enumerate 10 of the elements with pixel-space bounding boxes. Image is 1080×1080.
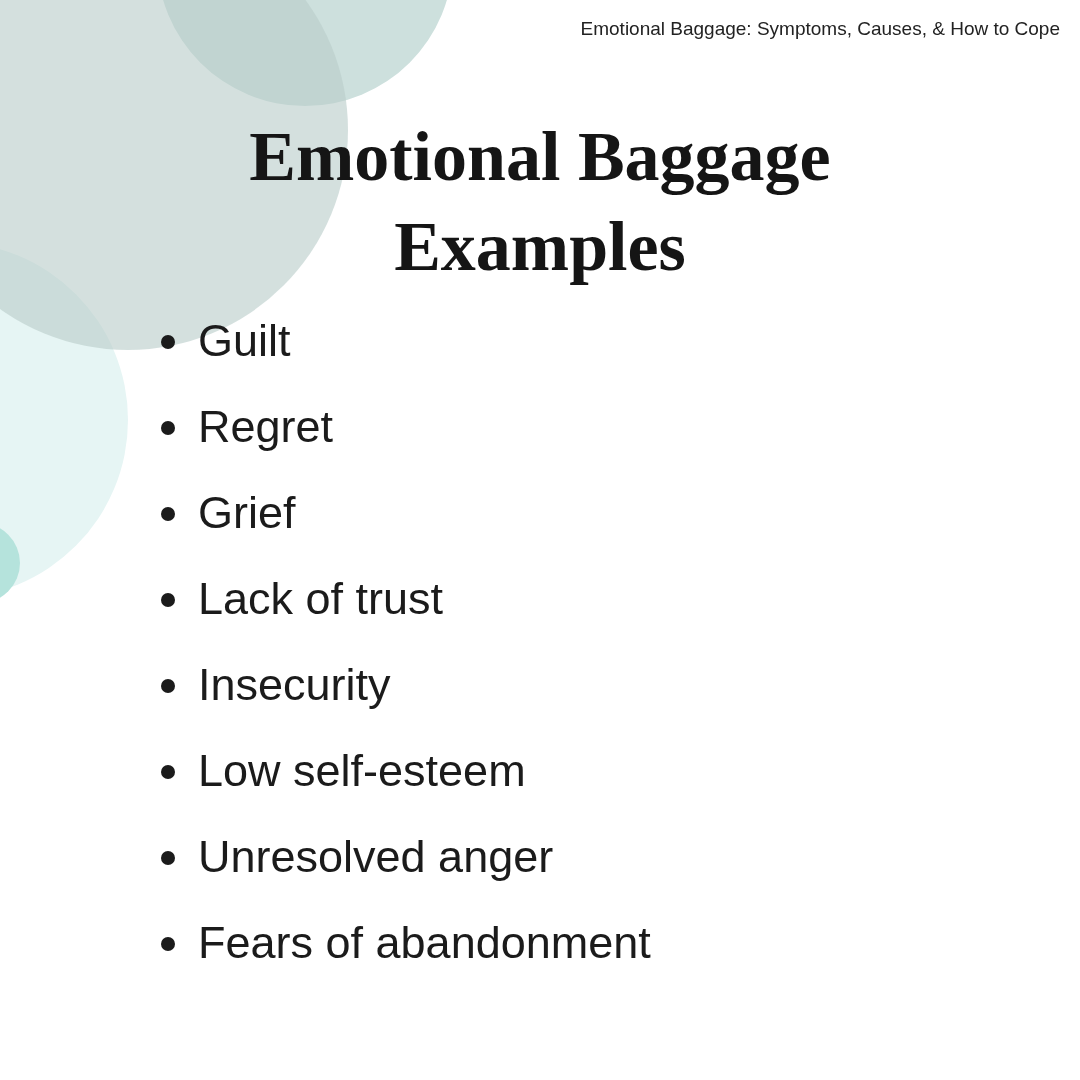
- list-item: Grief: [158, 480, 651, 566]
- list-item: Guilt: [158, 308, 651, 394]
- list-item: Unresolved anger: [158, 824, 651, 910]
- list-item: Insecurity: [158, 652, 651, 738]
- list-item: Low self-esteem: [158, 738, 651, 824]
- article-heading: Emotional Baggage: Symptoms, Causes, & How to Cope: [580, 18, 1060, 40]
- list-item: Lack of trust: [158, 566, 651, 652]
- list-item: Fears of abandonment: [158, 910, 651, 996]
- list-item: Regret: [158, 394, 651, 480]
- title: Emotional Baggage Examples: [248, 117, 832, 287]
